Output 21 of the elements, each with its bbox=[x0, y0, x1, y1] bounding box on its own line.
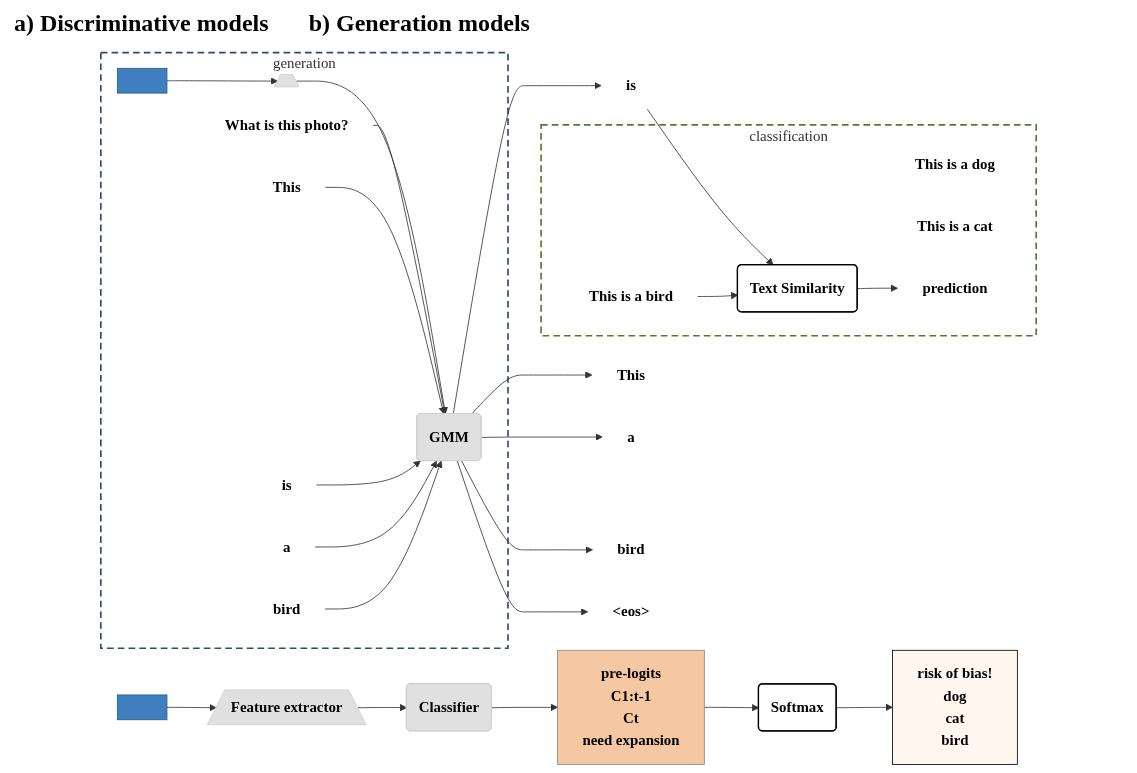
section-heading: a) Discriminative models bbox=[14, 9, 269, 37]
node-text: What is this photo? bbox=[224, 116, 349, 134]
node-text: <eos> bbox=[612, 603, 650, 620]
node-box: pre-logits C1:t-1 Ct need expansion bbox=[557, 649, 705, 765]
node-text: a bbox=[627, 428, 635, 445]
node-text: This bbox=[272, 178, 301, 196]
section-heading: b) Generation models bbox=[308, 9, 530, 37]
node-text: This is a cat bbox=[917, 217, 993, 235]
node-box bbox=[116, 694, 168, 721]
node-text: is bbox=[281, 476, 292, 493]
node-text: bird bbox=[272, 600, 301, 617]
node-box: risk of bias! dog cat bird bbox=[892, 649, 1018, 765]
node-text: is bbox=[626, 77, 636, 94]
node-text: This is a dog bbox=[915, 155, 995, 173]
node-text: This is a bird bbox=[589, 287, 673, 305]
node-box bbox=[116, 67, 168, 94]
node-trapezoid bbox=[273, 74, 300, 88]
node-text: This bbox=[616, 366, 646, 383]
node-text: a bbox=[282, 538, 291, 555]
node-text: bird bbox=[617, 541, 645, 558]
node-text: prediction bbox=[922, 279, 988, 297]
